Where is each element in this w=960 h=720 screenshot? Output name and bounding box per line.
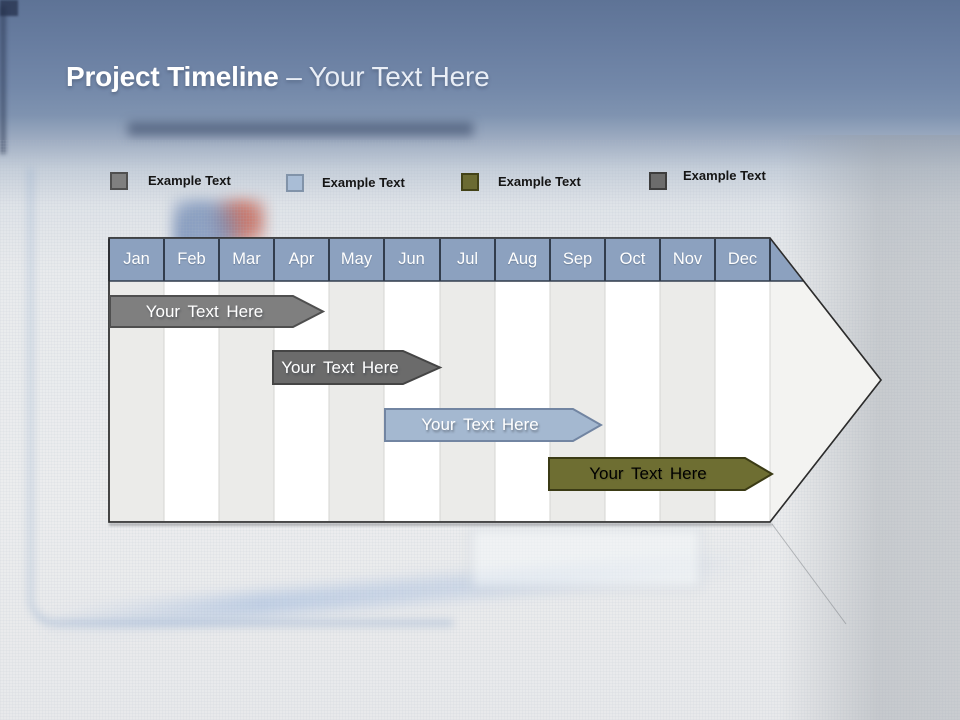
task-bar-label-2[interactable]: Your Text Here [281,358,399,377]
background-diagonal-line [771,523,847,625]
month-label-may: May [340,250,373,268]
legend-item-label: Example Text [148,173,231,188]
legend-swatch-darkgray [649,172,667,190]
legend-swatch-olive [461,173,479,191]
legend-item-label: Example Text [683,168,766,183]
legend-item-label: Example Text [498,174,581,189]
task-bar-label-1[interactable]: Your Text Here [145,302,264,321]
legend-item-1[interactable]: Example Text [110,172,231,190]
task-bar-arrow-2[interactable] [272,350,443,385]
slide-title-bold: Project Timeline [66,61,279,92]
timeline-arrow-outline [108,237,882,523]
month-label-apr: Apr [288,250,315,268]
slide-title-rest: – Your Text Here [286,61,490,92]
task-bar-label-4[interactable]: Your Text Here [589,464,707,483]
month-label-sep: Sep [562,250,593,268]
month-label-jan: Jan [123,250,150,268]
month-label-jul: Jul [456,250,479,268]
slide-title[interactable]: Project Timeline – Your Text Here [66,59,490,94]
month-label-jun: Jun [398,250,425,268]
month-label-aug: Aug [507,250,538,268]
task-bar-arrow-1[interactable] [109,295,326,328]
task-bar-arrow-3[interactable] [384,408,604,442]
timeline-header-band [109,238,804,281]
legend-item-4[interactable]: Example Text [649,168,766,190]
legend-item-label: Example Text [322,175,405,190]
month-label-nov: Nov [672,250,703,268]
legend-item-3[interactable]: Example Text [461,173,581,191]
month-label-mar: Mar [232,250,261,268]
month-label-feb: Feb [177,250,206,268]
legend-swatch-gray [110,172,128,190]
legend-item-2[interactable]: Example Text [286,174,405,192]
task-bar-label-3[interactable]: Your Text Here [421,415,539,434]
legend-swatch-blue [286,174,304,192]
month-label-oct: Oct [619,250,646,268]
task-bar-arrow-4[interactable] [548,457,774,491]
month-label-dec: Dec [727,250,758,268]
